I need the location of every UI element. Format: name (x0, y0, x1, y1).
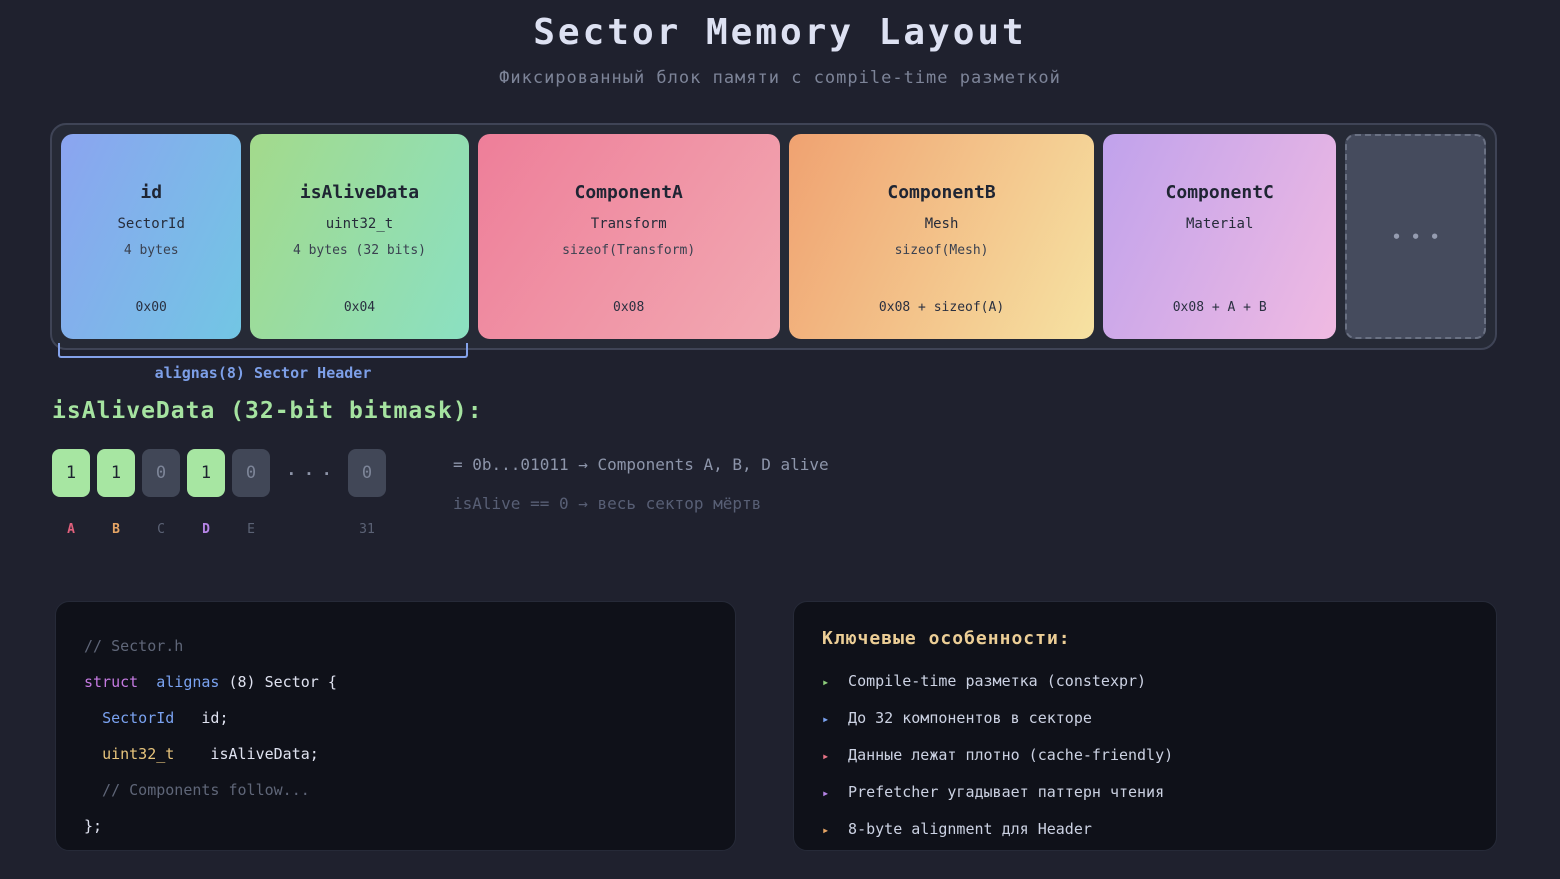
block-offset: 0x08 + A + B (1172, 300, 1267, 315)
triangle-bullet-icon: ▸ (822, 675, 830, 689)
features-list: ▸ Compile-time разметка (constexpr) ▸ До… (822, 663, 1468, 848)
bit-label: D (202, 522, 210, 537)
memory-block-component-a: ComponentA Transform sizeof(Transform) 0… (477, 134, 780, 339)
list-item: ▸ 8-byte alignment для Header (822, 811, 1468, 848)
code-keyword: struct (84, 673, 139, 691)
bit-column-a: 1 A (52, 449, 90, 537)
bit-cell: 1 (52, 449, 90, 497)
bit-cell: 0 (232, 449, 270, 497)
block-name: ComponentC (1165, 182, 1274, 203)
bit-label: C (157, 522, 165, 537)
block-offset: 0x08 + sizeof(A) (878, 300, 1005, 315)
feature-text: Данные лежат плотно (cache-friendly) (848, 746, 1174, 764)
bit-column-c: 0 C (142, 449, 180, 537)
code-text (84, 745, 102, 763)
block-name: id (140, 182, 163, 203)
block-type: Material (1185, 216, 1254, 232)
feature-text: До 32 компонентов в секторе (848, 709, 1092, 727)
code-line: }; (84, 808, 707, 844)
ellipsis-icon: ••• (1392, 227, 1450, 246)
code-text (84, 709, 102, 727)
memory-layout-container: id SectorId 4 bytes 0x00 isAliveData uin… (50, 123, 1497, 350)
bits-ellipsis-icon: ··· (286, 463, 340, 483)
triangle-bullet-icon: ▸ (822, 749, 830, 763)
feature-text: 8-byte alignment для Header (848, 820, 1092, 838)
code-panel: // Sector.h struct alignas (8) Sector { … (55, 601, 737, 851)
code-text (138, 673, 156, 691)
block-type: SectorId (117, 216, 185, 232)
code-comment: // Components follow... (84, 781, 310, 799)
bitmask-cells: 1 A 1 B 0 C 1 D 0 E ··· 0 31 (52, 449, 386, 537)
list-item: ▸ До 32 компонентов в секторе (822, 700, 1468, 737)
bitmask-explanation-line2: isAlive == 0 → весь сектор мёртв (453, 494, 762, 513)
block-type: Transform (590, 216, 667, 232)
memory-block-isalivedata: isAliveData uint32_t 4 bytes (32 bits) 0… (250, 134, 469, 339)
block-size: sizeof(Mesh) (894, 243, 989, 258)
block-offset: 0x00 (135, 300, 167, 315)
block-size: 4 bytes (123, 243, 179, 258)
bit-label: E (247, 522, 255, 537)
block-type: uint32_t (325, 216, 394, 232)
block-name: ComponentA (574, 182, 683, 203)
triangle-bullet-icon: ▸ (822, 712, 830, 726)
page-title: Sector Memory Layout (533, 12, 1027, 53)
bracket-shape (58, 343, 468, 358)
block-name: ComponentB (887, 182, 996, 203)
block-type: Mesh (924, 216, 959, 232)
code-line: uint32_t isAliveData; (84, 736, 707, 772)
code-text: }; (84, 817, 103, 835)
code-line: // Sector.h (84, 628, 707, 664)
memory-block-more: ••• (1345, 134, 1486, 339)
memory-block-id: id SectorId 4 bytes 0x00 (61, 134, 242, 339)
bit-cell: 0 (142, 449, 180, 497)
bitmask-explanation: = 0b...01011 → Components A, B, D alive … (453, 455, 829, 513)
block-name: isAliveData (299, 182, 420, 203)
code-type: SectorId (102, 709, 175, 727)
bracket-label: alignas(8) Sector Header (154, 364, 372, 382)
bit-column-d: 1 D (187, 449, 225, 537)
bottom-panels: // Sector.h struct alignas (8) Sector { … (55, 601, 1497, 851)
block-size: sizeof(Transform) (562, 243, 696, 258)
bit-column-e: 0 E (232, 449, 270, 537)
code-type: uint32_t (102, 745, 175, 763)
header-bracket-group: alignas(8) Sector Header (58, 343, 468, 382)
bitmask-heading: isAliveData (32-bit bitmask): (52, 398, 483, 424)
bit-column-b: 1 B (97, 449, 135, 537)
code-keyword: alignas (156, 673, 220, 691)
bit-cell: 1 (187, 449, 225, 497)
code-text: id; (174, 709, 229, 727)
list-item: ▸ Compile-time разметка (constexpr) (822, 663, 1468, 700)
bit-column-31: 0 31 (348, 449, 386, 537)
list-item: ▸ Данные лежат плотно (cache-friendly) (822, 737, 1468, 774)
block-offset: 0x08 (613, 300, 645, 315)
code-line: struct alignas (8) Sector { (84, 664, 707, 700)
bit-label: 31 (359, 522, 375, 537)
memory-block-component-b: ComponentB Mesh sizeof(Mesh) 0x08 + size… (788, 134, 1095, 339)
feature-text: Compile-time разметка (constexpr) (848, 672, 1147, 690)
code-line: // Components follow... (84, 772, 707, 808)
header: Sector Memory Layout Фиксированный блок … (0, 0, 1560, 88)
bit-label: A (67, 522, 75, 537)
code-line: SectorId id; (84, 700, 707, 736)
code-text: (8) Sector { (219, 673, 337, 691)
bitmask-explanation-line1: = 0b...01011 → Components A, B, D alive (453, 455, 829, 474)
bit-cell: 1 (97, 449, 135, 497)
block-size: 4 bytes (32 bits) (292, 243, 426, 258)
triangle-bullet-icon: ▸ (822, 786, 830, 800)
memory-block-component-c: ComponentC Material 0x08 + A + B (1103, 134, 1337, 339)
page-subtitle: Фиксированный блок памяти с compile-time… (499, 68, 1061, 88)
code-comment: // Sector.h (84, 637, 184, 655)
bit-cell: 0 (348, 449, 386, 497)
features-panel: Ключевые особенности: ▸ Compile-time раз… (793, 601, 1497, 851)
block-offset: 0x04 (343, 300, 376, 315)
bit-label: B (112, 522, 120, 537)
triangle-bullet-icon: ▸ (822, 823, 830, 837)
features-title: Ключевые особенности: (822, 628, 1071, 649)
list-item: ▸ Prefetcher угадывает паттерн чтения (822, 774, 1468, 811)
code-text: isAliveData; (174, 745, 319, 763)
feature-text: Prefetcher угадывает паттерн чтения (848, 783, 1165, 801)
bitmask-section: 1 A 1 B 0 C 1 D 0 E ··· 0 31 (52, 449, 1560, 537)
